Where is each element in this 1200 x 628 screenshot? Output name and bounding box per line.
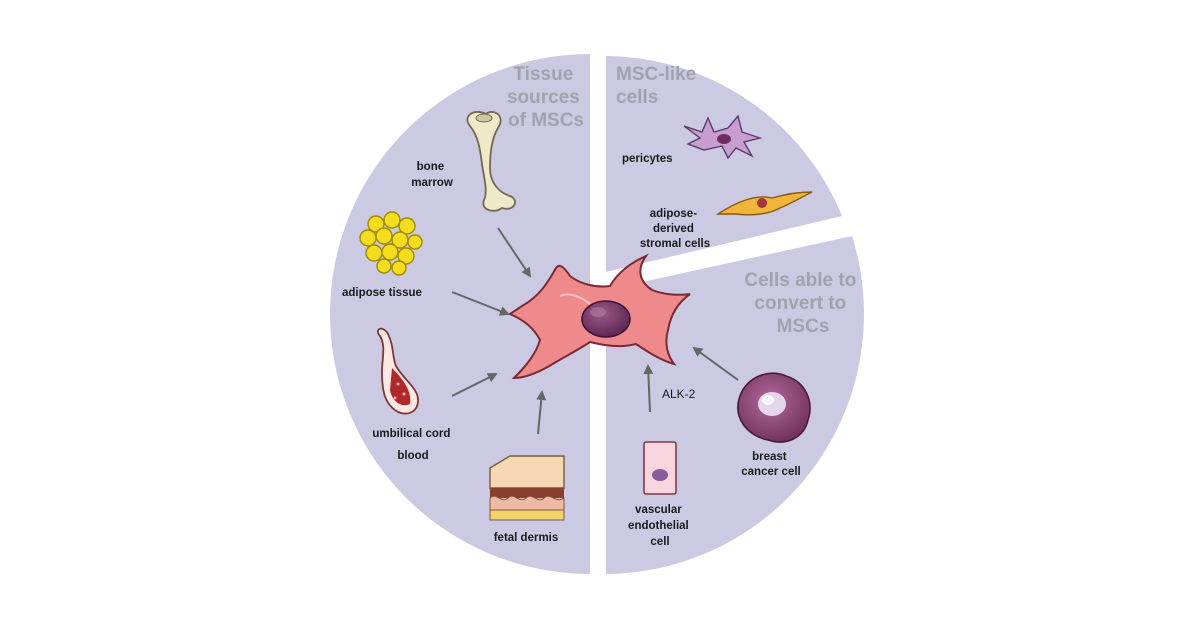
bone-icon bbox=[466, 111, 516, 212]
adipose-derived-stromal-label-line-2: derived bbox=[653, 223, 694, 235]
vascular-endothelial-cell-label: vascular endothelial cell bbox=[628, 504, 692, 548]
arrows bbox=[451, 227, 739, 435]
convertible-title: Cells able to convert to MSCs bbox=[744, 270, 861, 337]
convertible-title-line-1: Cells able to bbox=[744, 270, 856, 291]
bone-marrow-label: bone marrow bbox=[411, 161, 453, 189]
convertible-title-line-2: convert to bbox=[754, 293, 846, 314]
arrow-dermis-to-msc bbox=[536, 390, 547, 435]
adipose-derived-stromal-label-line-3: stromal cells bbox=[640, 238, 710, 250]
adipose-tissue-label: adipose tissue bbox=[342, 287, 422, 299]
tissue-sources-title-line-2: sources bbox=[507, 87, 580, 108]
pericyte-cell-icon bbox=[683, 114, 763, 160]
tissue-sources-title-line-1: Tissue bbox=[513, 64, 573, 85]
bone-marrow-label-line-2: marrow bbox=[411, 177, 453, 189]
msc-like-title-line-1: MSC-like bbox=[616, 64, 696, 85]
tissue-sources-title-line-3: of MSCs bbox=[508, 110, 584, 131]
arrow-cancer-to-msc bbox=[692, 346, 739, 381]
alk2-label: ALK-2 bbox=[662, 387, 696, 401]
stromal-cell-icon bbox=[715, 191, 813, 216]
umbilical-cord-blood-label-line-1: umbilical cord bbox=[372, 428, 450, 440]
pericytes-label: pericytes bbox=[622, 153, 673, 165]
msc-like-title: MSC-like cells bbox=[616, 64, 702, 108]
fetal-dermis-label: fetal dermis bbox=[494, 532, 559, 544]
msc-like-title-line-2: cells bbox=[616, 87, 658, 108]
endothelial-cell-icon bbox=[643, 441, 677, 495]
umbilical-cord-icon bbox=[377, 327, 419, 415]
umbilical-cord-blood-label-line-2: blood bbox=[397, 450, 428, 462]
adipose-derived-stromal-label-line-1: adipose- bbox=[650, 208, 697, 220]
msc-cell-icon bbox=[507, 253, 691, 380]
arrow-bone-to-msc bbox=[497, 227, 532, 278]
vascular-endothelial-cell-label-line-3: cell bbox=[650, 536, 669, 548]
convertible-title-line-3: MSCs bbox=[777, 316, 830, 337]
arrow-cord-to-msc bbox=[451, 373, 498, 397]
tissue-sources-title: Tissue sources of MSCs bbox=[507, 64, 585, 131]
fat-cells-icon bbox=[359, 211, 423, 276]
bone-marrow-label-line-1: bone bbox=[417, 161, 444, 173]
vascular-endothelial-cell-label-line-1: vascular bbox=[635, 504, 682, 516]
umbilical-cord-blood-label: umbilical cord blood bbox=[372, 428, 453, 462]
arrow-adipose-to-msc bbox=[451, 291, 510, 316]
adipose-derived-stromal-label: adipose- derived stromal cells bbox=[640, 208, 710, 250]
breast-cancer-cell-label: breast cancer cell bbox=[741, 451, 800, 478]
vascular-endothelial-cell-label-line-2: endothelial bbox=[628, 520, 689, 532]
cancer-cell-icon bbox=[737, 372, 811, 443]
skin-layer-icon bbox=[489, 455, 565, 521]
arrow-endothelial-to-msc bbox=[643, 364, 654, 413]
section-msc-like-cells bbox=[606, 56, 842, 272]
breast-cancer-cell-label-line-2: cancer cell bbox=[741, 466, 800, 478]
breast-cancer-cell-label-line-1: breast bbox=[752, 451, 787, 463]
section-tissue-sources bbox=[330, 54, 590, 574]
